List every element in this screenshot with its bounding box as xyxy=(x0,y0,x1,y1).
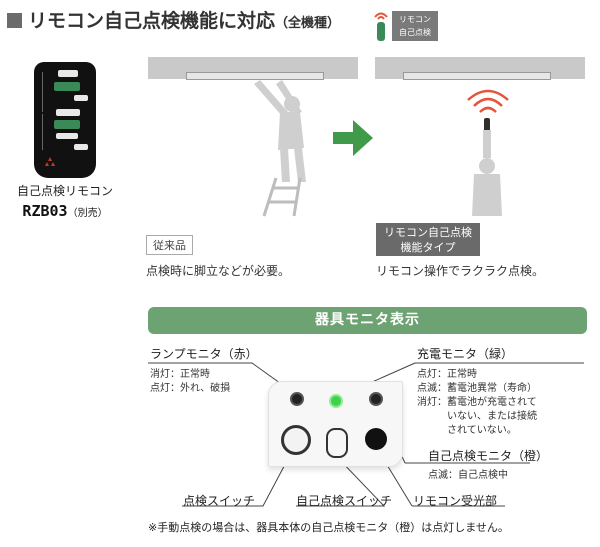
desc-line: 点灯：正常時 xyxy=(417,369,477,380)
remote-button xyxy=(54,120,80,129)
fixture-left xyxy=(186,72,324,80)
title-marker xyxy=(7,13,22,28)
remote-self-check-type-tag: リモコン自己点検 機能タイプ xyxy=(376,223,480,256)
check-switch-label: 点検スイッチ xyxy=(183,494,256,508)
desc-line: 消灯：蓄電池が充電されて xyxy=(417,397,537,408)
title-sub: （全機種） xyxy=(275,16,341,31)
conventional-product-tag: 従来品 xyxy=(146,235,193,255)
worker-on-ladder-illustration xyxy=(254,80,306,217)
lamp-monitor-desc: 消灯：正常時 点灯：外れ、破損 xyxy=(150,368,230,396)
remote-button xyxy=(56,109,80,116)
fixture-right xyxy=(403,72,551,80)
charge-monitor-label: 充電モニタ（緑） xyxy=(417,347,514,361)
self-check-monitor-desc: 点滅：自己点検中 xyxy=(428,469,508,483)
self-check-monitor-led xyxy=(369,392,383,406)
charge-monitor-desc: 点灯：正常時 点滅：蓄電池異常（寿命） 消灯：蓄電池が充電されて いない、または… xyxy=(417,368,537,438)
remote-side-stripe xyxy=(42,72,47,112)
remote-model-note: （別売） xyxy=(67,208,108,219)
section-header: 器具モニタ表示 xyxy=(148,307,587,334)
remote-control-image xyxy=(34,62,96,178)
desc-line: 消灯：正常時 xyxy=(150,369,210,380)
page-title: リモコン自己点検機能に対応（全機種） xyxy=(28,6,340,33)
check-switch[interactable] xyxy=(281,425,311,455)
caption-conventional: 点検時に脚立などが必要。 xyxy=(146,264,291,278)
lamp-monitor-led xyxy=(290,392,304,406)
self-check-switch-label: 自己点検スイッチ xyxy=(296,494,393,508)
caption-remote: リモコン操作でラクラク点検。 xyxy=(376,264,545,278)
desc-line: いない、または接続 xyxy=(447,411,537,422)
remote-button xyxy=(58,70,78,77)
remote-model: RZB03（別売） xyxy=(5,201,125,220)
remote-button xyxy=(56,133,78,139)
desc-line: されていない。 xyxy=(447,425,517,436)
footnote: ※手動点検の場合は、器具本体の自己点検モニタ（橙）は点灯しません。 xyxy=(148,521,509,534)
title-main: リモコン自己点検機能に対応 xyxy=(28,10,276,32)
remote-self-check-badge: リモコン 自己点検 xyxy=(392,11,438,41)
badge-line-2: 自己点検 xyxy=(399,28,431,37)
desc-line: 点灯：外れ、破損 xyxy=(150,383,231,394)
remote-receiver xyxy=(365,428,387,450)
remote-button xyxy=(54,82,80,91)
receiver-label: リモコン受光部 xyxy=(413,494,498,508)
desc-line: 点滅：自己点検中 xyxy=(428,470,508,481)
tag-new-line-2: 機能タイプ xyxy=(400,241,456,254)
remote-side-stripe xyxy=(42,114,47,150)
remote-signal-icon xyxy=(374,12,388,41)
self-check-monitor-label: 自己点検モニタ（橙） xyxy=(428,449,549,463)
charge-monitor-led xyxy=(329,394,343,408)
person-with-remote-illustration xyxy=(467,89,509,216)
remote-caption: 自己点検リモコン xyxy=(16,184,113,198)
tag-new-line-1: リモコン自己点検 xyxy=(384,226,472,239)
desc-line: 点滅：蓄電池異常（寿命） xyxy=(417,383,537,394)
remote-button xyxy=(74,95,88,101)
remote-button xyxy=(74,144,88,150)
lamp-monitor-label: ランプモニタ（赤） xyxy=(150,347,258,361)
remote-model-number: RZB03 xyxy=(22,202,68,220)
arrow-right-icon xyxy=(333,120,373,156)
self-check-switch[interactable] xyxy=(326,428,348,458)
badge-line-1: リモコン xyxy=(399,15,431,24)
manufacturer-logo-icon xyxy=(45,157,55,166)
